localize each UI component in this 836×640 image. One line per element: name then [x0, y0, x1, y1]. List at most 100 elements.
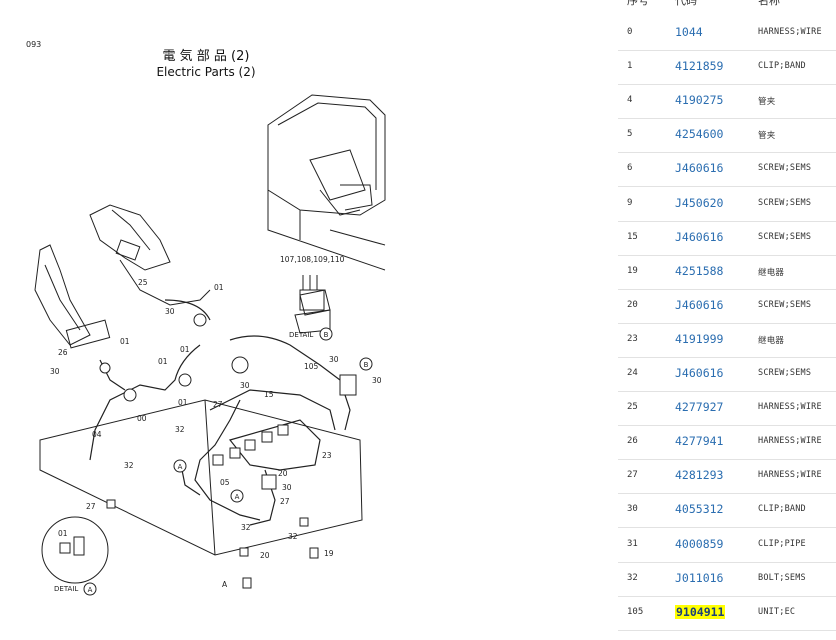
part-code-link[interactable]: J460616: [675, 161, 724, 176]
row-number: 25: [627, 402, 638, 413]
detail-b-callout: [319, 327, 333, 341]
part-label: 32: [288, 532, 298, 541]
table-row: 26 4277941 HARNESS;WIRE: [618, 425, 836, 461]
row-number: 26: [627, 436, 638, 447]
callout-a-1-text: A: [178, 463, 183, 471]
part-code-link[interactable]: 4254600: [675, 127, 724, 142]
table-row: 32 J011016 BOLT;SEMS: [618, 562, 836, 597]
part-label: 27: [280, 497, 290, 506]
part-code-link[interactable]: 4277941: [675, 434, 724, 449]
part-code-link[interactable]: 1044: [675, 25, 703, 39]
header-code: 代码: [675, 0, 697, 7]
part-label: 25: [138, 278, 148, 287]
row-number: 15: [627, 231, 638, 242]
part-label: 01: [180, 345, 190, 354]
diagram-title-en: Electric Parts (2): [156, 65, 255, 79]
part-label: 01: [178, 398, 188, 407]
part-label: 32: [124, 461, 134, 470]
part-code-link[interactable]: 4121859: [675, 59, 724, 74]
row-number: 23: [627, 333, 638, 344]
part-label: 01: [214, 283, 224, 292]
detail-a-callout: [83, 582, 97, 596]
part-name: CLIP;BAND: [758, 61, 806, 72]
part-label: 20: [278, 469, 288, 478]
part-label: 01: [58, 529, 68, 538]
part-code-link[interactable]: 4277927: [675, 400, 724, 415]
row-number: 32: [627, 572, 638, 583]
parts-diagram: 093 電 気 部 品 (2) Electric Parts (2): [26, 40, 386, 596]
part-code-link[interactable]: 9104911: [675, 604, 726, 619]
part-label: 30: [50, 367, 60, 376]
part-label: 23: [322, 451, 332, 460]
table-row: 1 4121859 CLIP;BAND: [618, 50, 836, 86]
callout-b-main: [359, 357, 373, 371]
part-label: 30: [372, 376, 382, 385]
table-row: 31 4000859 CLIP;PIPE: [618, 528, 836, 563]
row-number: 31: [627, 538, 638, 549]
part-name: HARNESS;WIRE: [758, 402, 822, 413]
part-name: SCREW;SEMS: [758, 197, 812, 208]
part-code-link[interactable]: J450620: [675, 195, 724, 210]
row-number: 0: [627, 27, 633, 37]
table-row: 0 1044 HARNESS;WIRE: [618, 16, 836, 51]
part-label: 30: [282, 483, 292, 492]
part-code-link[interactable]: J460616: [675, 229, 724, 244]
table-row: 15 J460616 SCREW;SEMS: [618, 221, 836, 256]
part-code-link[interactable]: 4055312: [675, 502, 724, 517]
part-code-link[interactable]: J011016: [675, 570, 724, 585]
row-number: 1: [627, 61, 633, 72]
part-label: 00: [137, 414, 147, 423]
part-name: SCREW;SEMS: [758, 231, 812, 242]
callout-a-2: [230, 489, 244, 503]
boom-illustration: [34, 204, 211, 349]
part-label: 05: [220, 478, 230, 487]
part-labels: 25 01 30 26 30 01 01 04 00 01 01 27 32 1…: [50, 278, 382, 589]
diagram-title-jp: 電 気 部 品 (2): [163, 48, 250, 64]
table-row: 23 4191999 继电器: [618, 323, 836, 358]
part-code-link[interactable]: 4000859: [675, 536, 724, 551]
detail-b-callout-text: B: [324, 331, 329, 339]
part-name: SCREW;SEMS: [758, 163, 812, 174]
row-number: 6: [627, 163, 633, 174]
part-name: HARNESS;WIRE: [758, 470, 822, 481]
part-code-link[interactable]: J460616: [675, 297, 724, 312]
table-row: 6 J460616 SCREW;SEMS: [618, 152, 836, 188]
part-label: 27: [86, 502, 96, 511]
part-name: 继电器: [758, 267, 785, 278]
part-name: CLIP;PIPE: [758, 538, 806, 549]
part-code-link[interactable]: 4190275: [675, 93, 724, 108]
table-header: 序号 代码 名称: [618, 0, 836, 7]
part-label: 15: [264, 390, 274, 399]
part-label: 30: [240, 381, 250, 390]
floor-plate: [39, 399, 363, 556]
part-label: 01: [158, 357, 168, 366]
label-107-110: 107,108,109,110: [280, 255, 345, 264]
part-label: 04: [92, 430, 102, 439]
row-number: 30: [627, 504, 638, 515]
detail-b-label: DETAIL: [289, 331, 313, 339]
part-name: 管夹: [758, 131, 776, 142]
part-name: UNIT;EC: [758, 606, 796, 617]
row-number: 105: [627, 606, 644, 617]
part-name: 继电器: [758, 335, 785, 346]
part-code-link[interactable]: 4251588: [675, 263, 724, 278]
row-number: 4: [627, 95, 633, 106]
part-code-link[interactable]: 4191999: [675, 331, 724, 346]
detail-a-label: DETAIL: [54, 585, 78, 593]
connectors: [99, 289, 357, 589]
part-label: 30: [165, 307, 175, 316]
part-label: 30: [329, 355, 339, 364]
part-name: HARNESS;WIRE: [758, 27, 822, 37]
part-code-link[interactable]: J460616: [675, 366, 724, 380]
part-label: 105: [304, 362, 319, 371]
part-name: BOLT;SEMS: [758, 572, 806, 583]
part-code-link[interactable]: 4281293: [675, 468, 724, 483]
part-name: HARNESS;WIRE: [758, 436, 822, 447]
part-label: 20: [260, 551, 270, 560]
